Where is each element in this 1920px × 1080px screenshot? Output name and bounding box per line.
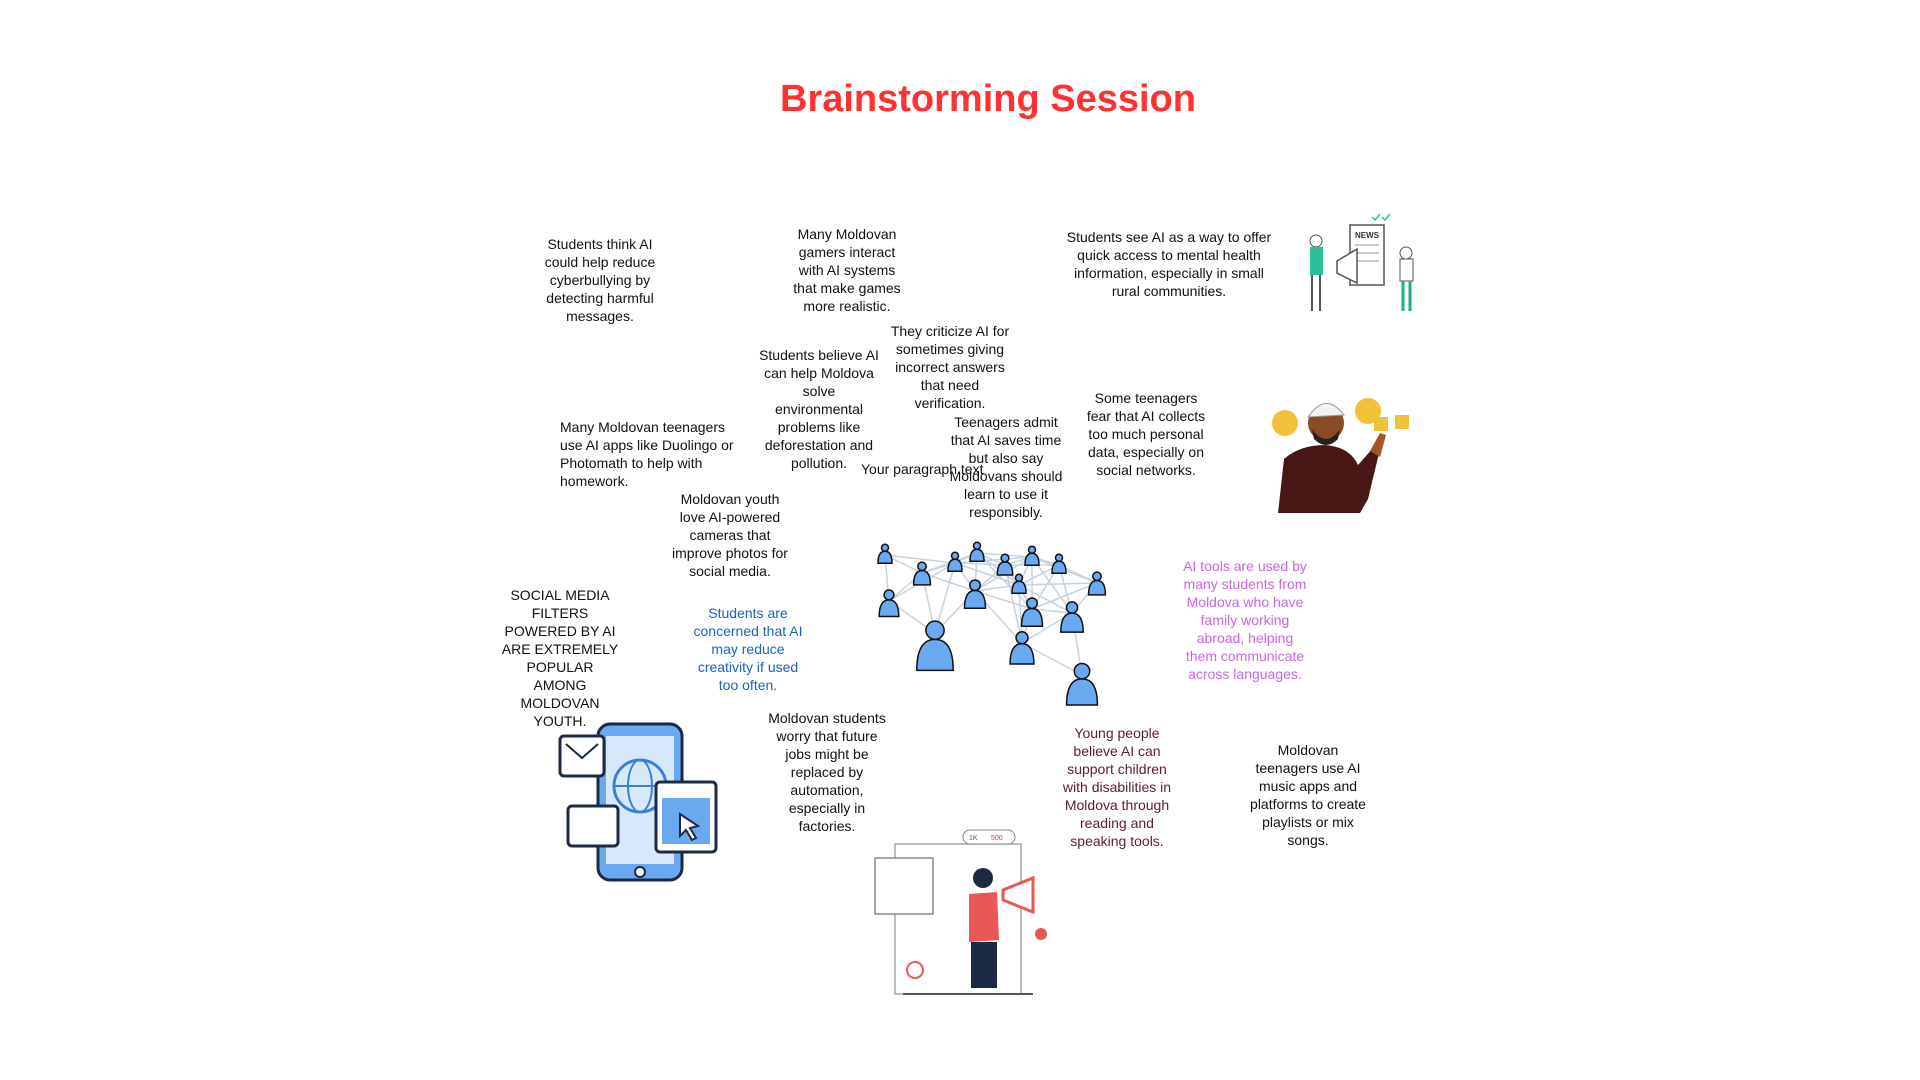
person-figure [916, 620, 954, 672]
news-illustration: NEWS [1302, 211, 1422, 315]
note-creativity[interactable]: Students are concerned that AI may reduc… [693, 605, 803, 693]
note-music[interactable]: Moldovan teenagers use AI music apps and… [1250, 742, 1366, 848]
person-figure [1065, 662, 1099, 706]
person-figure [1009, 631, 1035, 665]
person-figure [996, 553, 1014, 576]
note-saves-time[interactable]: Teenagers admit that AI saves time but a… [949, 414, 1063, 520]
megaphone-influencer-illustration: 1K 500 [873, 820, 1057, 1000]
person-figure [1024, 545, 1040, 566]
person-figure [1020, 597, 1044, 628]
person-figure [877, 543, 893, 564]
man-speech-illustration [1270, 389, 1414, 513]
person-figure [963, 579, 987, 610]
note-mental-health[interactable]: Students see AI as a way to offer quick … [1066, 229, 1272, 299]
person-figure [969, 541, 985, 562]
person-figure [1060, 601, 1084, 633]
news-sign-text: NEWS [1355, 231, 1380, 240]
followers-count: 1K [969, 835, 978, 842]
person-figure [947, 551, 963, 572]
person-figure [878, 589, 900, 618]
likes-count: 500 [991, 835, 1003, 842]
person-figure [1087, 571, 1107, 596]
note-jobs[interactable]: Moldovan students worry that future jobs… [768, 710, 886, 834]
note-family-abroad[interactable]: AI tools are used by many students from … [1183, 558, 1307, 682]
note-environment[interactable]: Students believe AI can help Moldova sol… [759, 347, 879, 471]
person-figure [1051, 553, 1067, 574]
person-figure [1011, 573, 1027, 594]
note-gamers[interactable]: Many Moldovan gamers interact with AI sy… [793, 226, 901, 314]
note-homework[interactable]: Many Moldovan teenagers use AI apps like… [560, 419, 734, 489]
person-figure [912, 561, 932, 586]
note-placeholder[interactable]: Your paragraph text [861, 461, 984, 477]
people-network-illustration [867, 533, 1119, 709]
note-personal-data[interactable]: Some teenagers fear that AI collects too… [1086, 390, 1206, 478]
note-filters[interactable]: SOCIAL MEDIA FILTERS POWERED BY AI ARE E… [501, 587, 619, 729]
note-cameras[interactable]: Moldovan youth love AI-powered cameras t… [672, 491, 788, 579]
note-criticize[interactable]: They criticize AI for sometimes giving i… [890, 323, 1010, 411]
note-disabilities[interactable]: Young people believe AI can support chil… [1062, 725, 1172, 849]
smartphone-apps-illustration [558, 722, 720, 882]
page-title: Brainstorming Session [780, 78, 1196, 120]
note-cyberbullying[interactable]: Students think AI could help reduce cybe… [544, 236, 656, 324]
